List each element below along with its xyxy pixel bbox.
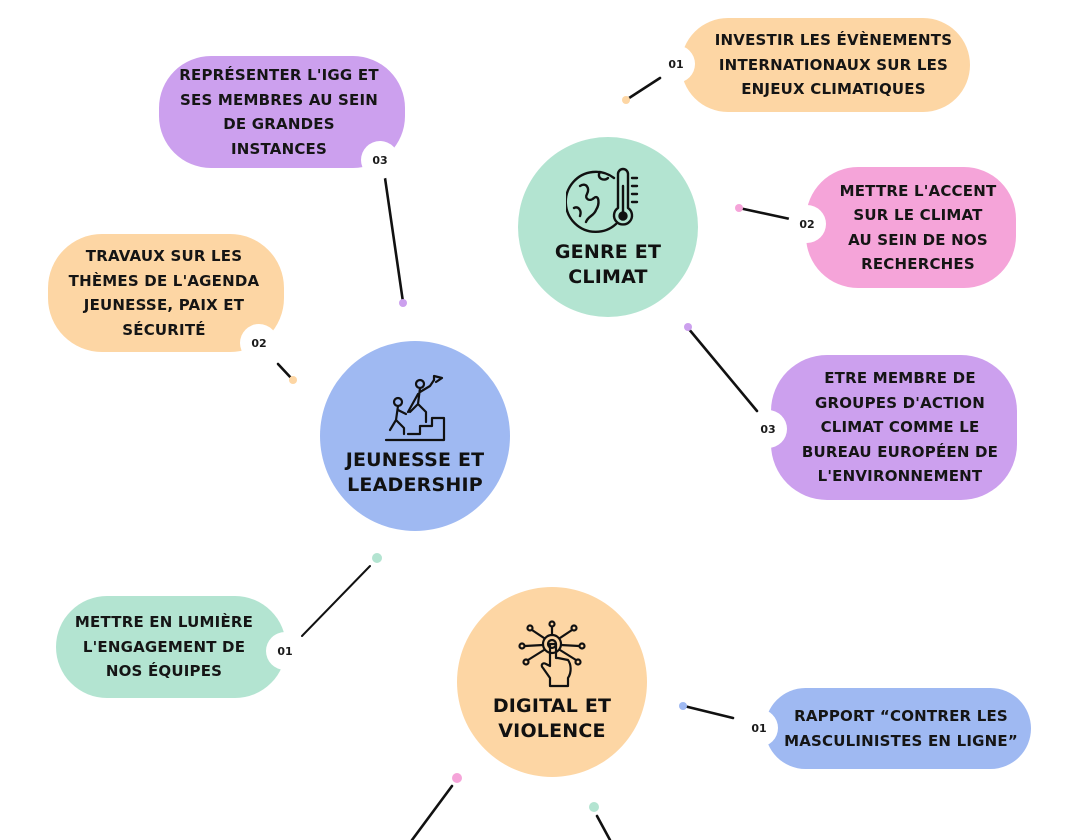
connector-dot-climate-03 [684, 323, 692, 331]
connector-climate-01 [624, 76, 662, 102]
item-climate-02-number: 02 [788, 205, 826, 243]
climbing-people-flag-icon [384, 374, 446, 442]
hub-title-jeunesse-et-leadership: JEUNESSE ET LEADERSHIP [345, 449, 485, 496]
hub-genre-et-climat: GENRE ET CLIMAT [518, 137, 698, 317]
item-climate-03-number: 03 [749, 410, 787, 448]
item-climate-01-number: 01 [657, 45, 695, 83]
item-youth-01-number: 01 [266, 632, 304, 670]
item-digital-01-number: 01 [740, 709, 778, 747]
item-youth-02-number: 02 [240, 324, 278, 362]
item-youth-01: METTRE EN LUMIÈRE L'ENGAGEMENT DE NOS ÉQ… [56, 596, 286, 698]
hub-jeunesse-et-leadership: JEUNESSE ET LEADERSHIP [320, 341, 510, 531]
globe-thermometer-icon [566, 167, 639, 234]
connector-climate-03 [686, 326, 759, 413]
connector-climate-02 [737, 206, 792, 221]
item-digital-01-text: RAPPORT “CONTRER LES MASCULINISTES EN LI… [784, 707, 1018, 750]
item-climate-01: INVESTIR LES ÉVÈNEMENTS INTERNATIONAUX S… [681, 18, 970, 112]
item-youth-02-text: TRAVAUX SUR LES THÈMES DE L'AGENDA JEUNE… [68, 247, 260, 339]
item-climate-02: METTRE L'ACCENT SUR LE CLIMAT AU SEIN DE… [806, 167, 1016, 288]
connector-digital-01 [682, 704, 735, 720]
connector-youth-01 [301, 565, 371, 637]
connector-dot-youth-01 [372, 553, 382, 563]
connector-digital-03 [595, 814, 612, 840]
item-youth-01-text: METTRE EN LUMIÈRE L'ENGAGEMENT DE NOS ÉQ… [74, 613, 254, 681]
connector-dot-youth-02 [289, 376, 297, 384]
hub-title-digital-et-violence: DIGITAL ET VIOLENCE [492, 695, 612, 742]
connector-dot-digital-03 [589, 802, 599, 812]
connector-dot-youth-03 [399, 299, 407, 307]
touch-network-icon [518, 620, 586, 688]
connector-dot-climate-02 [735, 204, 743, 212]
hub-title-genre-et-climat: GENRE ET CLIMAT [554, 241, 662, 288]
connector-dot-climate-01 [622, 96, 630, 104]
item-climate-01-text: INVESTIR LES ÉVÈNEMENTS INTERNATIONAUX S… [714, 31, 953, 99]
connector-digital-02 [410, 784, 454, 840]
item-climate-02-text: METTRE L'ACCENT SUR LE CLIMAT AU SEIN DE… [839, 181, 997, 274]
connector-youth-03 [383, 176, 405, 304]
item-youth-03-text: REPRÉSENTER L'IGG ET SES MEMBRES AU SEIN… [179, 66, 379, 158]
item-climate-03-text: ETRE MEMBRE DE GROUPES D'ACTION CLIMAT C… [801, 369, 999, 486]
item-digital-01: RAPPORT “CONTRER LES MASCULINISTES EN LI… [765, 688, 1031, 769]
connector-dot-digital-02 [452, 773, 462, 783]
connector-youth-02 [276, 362, 294, 381]
item-climate-03: ETRE MEMBRE DE GROUPES D'ACTION CLIMAT C… [771, 355, 1017, 500]
hub-digital-et-violence: DIGITAL ET VIOLENCE [457, 587, 647, 777]
connector-dot-digital-01 [679, 702, 687, 710]
item-youth-03-number: 03 [361, 141, 399, 179]
